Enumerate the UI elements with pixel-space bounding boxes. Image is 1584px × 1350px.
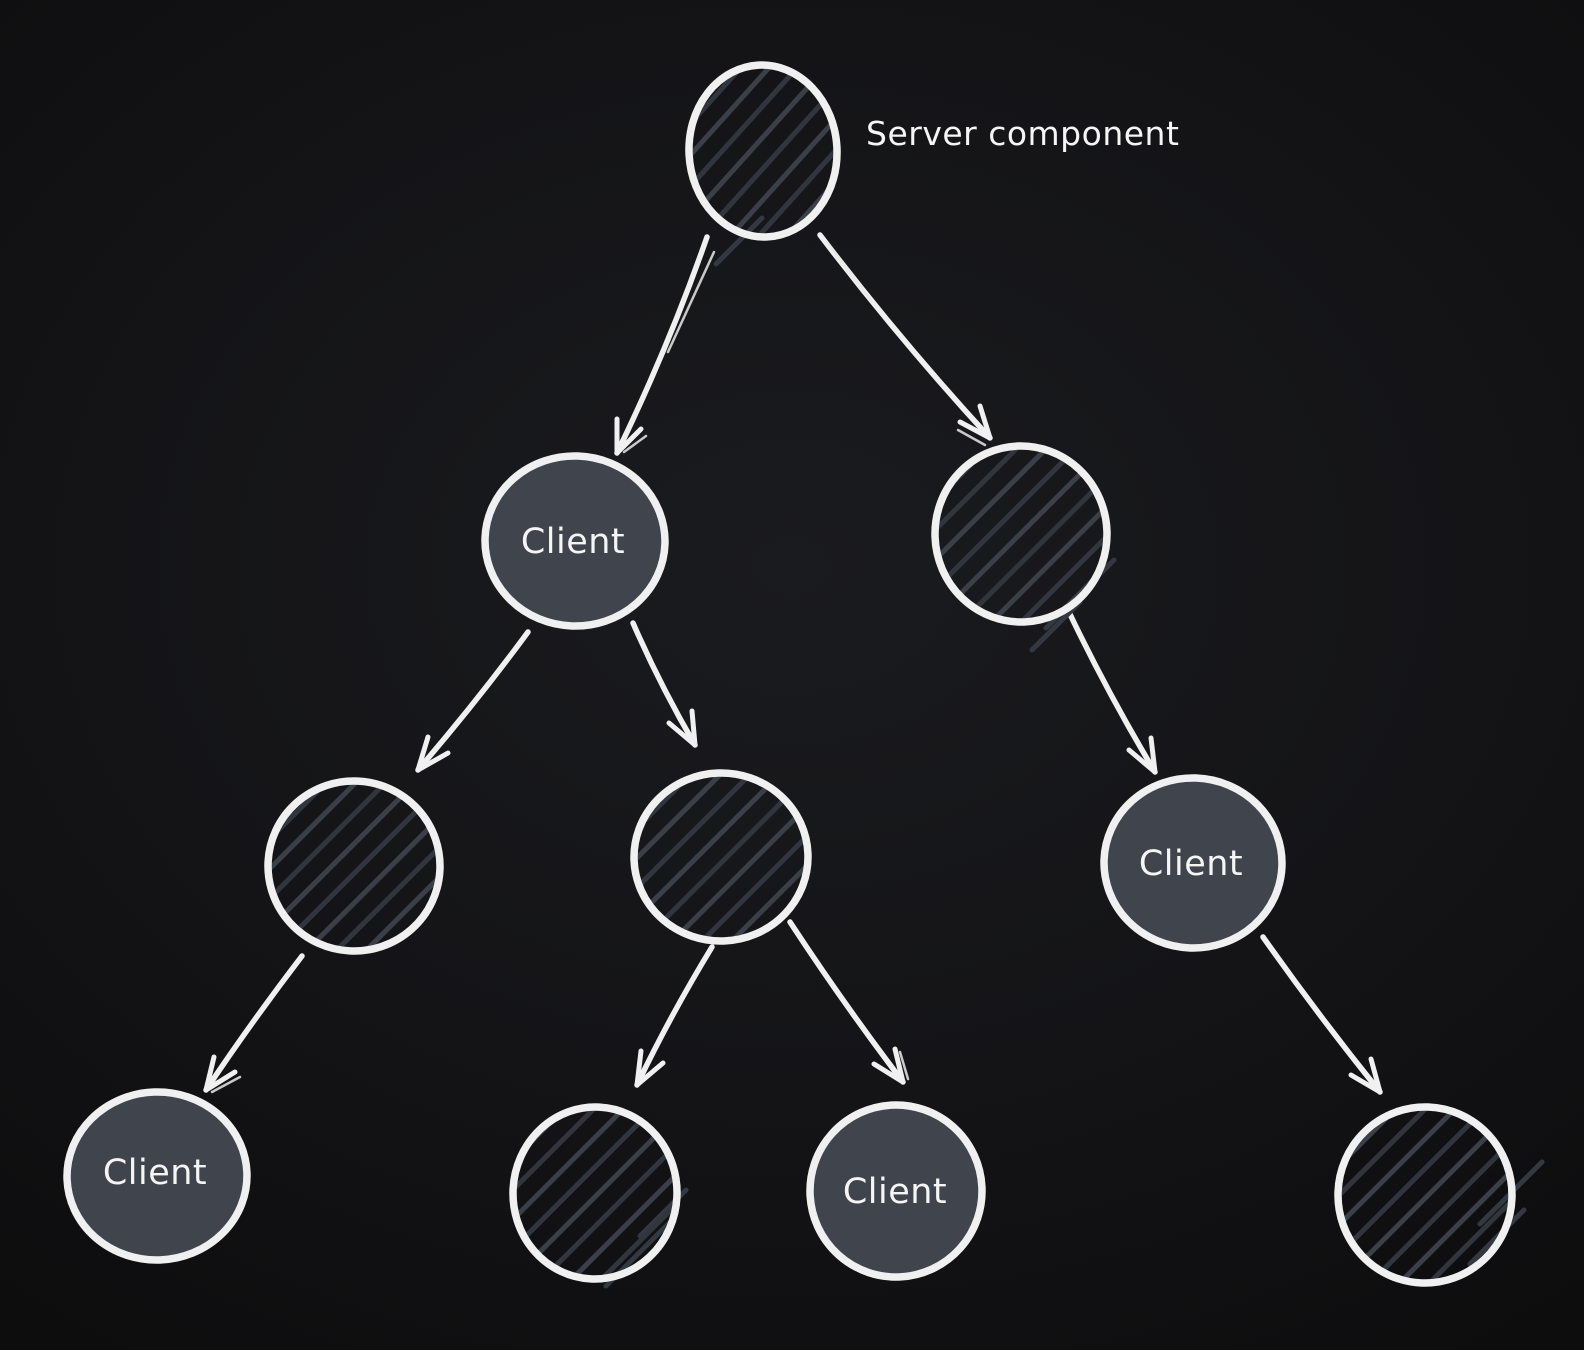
node-server-root[interactable] — [685, 61, 842, 267]
node-fill — [691, 68, 835, 234]
nodes-layer — [63, 61, 1545, 1289]
node-outline — [509, 1103, 681, 1283]
node-label-client-l2[interactable]: Client — [521, 522, 625, 562]
edge-node-m3-to-client-b3[interactable] — [787, 919, 910, 1085]
node-b4[interactable] — [1334, 1103, 1545, 1287]
node-fill — [271, 784, 437, 948]
edge-client-r3-to-node-b4[interactable] — [1260, 934, 1383, 1095]
node-fill — [1106, 780, 1280, 946]
edge-server-to-node-r2[interactable] — [817, 232, 993, 447]
node-client-b1[interactable] — [63, 1088, 251, 1264]
node-label-client-r3[interactable]: Client — [1139, 844, 1243, 884]
arrow-head — [634, 1048, 666, 1088]
node-outline — [685, 61, 841, 241]
arrow-shaft-restroke — [825, 240, 874, 304]
arrow-shaft — [415, 629, 531, 773]
arrow-shaft — [203, 953, 305, 1093]
node-b2[interactable] — [509, 1103, 689, 1289]
node-l3[interactable] — [264, 777, 445, 956]
server-component-annotation[interactable]: Server component — [866, 114, 1179, 153]
node-fill — [487, 458, 663, 624]
edge-node-l3-to-client-b1[interactable] — [203, 953, 305, 1094]
node-outline — [63, 1088, 251, 1264]
node-m3[interactable] — [630, 769, 812, 945]
node-fill — [1341, 1110, 1509, 1280]
arrow-head-restroke — [622, 434, 648, 454]
arrow-head — [1126, 735, 1158, 775]
arrow-head — [871, 1046, 906, 1085]
arrow-shaft — [1260, 934, 1383, 1095]
arrow-shaft — [614, 234, 710, 456]
arrow-head — [614, 416, 644, 456]
node-fill — [637, 776, 805, 938]
node-r2[interactable] — [931, 442, 1117, 653]
hatch-overflow — [1029, 599, 1083, 653]
edge-node-m3-to-node-b2[interactable] — [634, 944, 715, 1088]
node-outline — [806, 1101, 986, 1281]
edges-layer — [203, 232, 1383, 1095]
arrow-head — [1348, 1056, 1383, 1095]
node-outline — [481, 452, 669, 630]
edge-client-l2-to-node-m3[interactable] — [630, 620, 698, 748]
edge-client-l2-to-node-l3[interactable] — [415, 629, 531, 773]
node-outline — [1334, 1103, 1516, 1287]
arrow-shaft — [787, 919, 906, 1085]
node-client-b3[interactable] — [806, 1101, 987, 1282]
arrow-shaft — [634, 944, 715, 1088]
edge-server-to-client-l2[interactable] — [614, 234, 716, 456]
edge-node-r2-to-client-r3[interactable] — [1065, 607, 1158, 775]
node-fill — [938, 449, 1104, 619]
node-label-client-b1[interactable]: Client — [103, 1153, 207, 1193]
arrow-head — [415, 734, 451, 773]
node-outline — [931, 442, 1111, 626]
node-outline — [630, 769, 812, 945]
labels-layer: Client Client Client Client Server compo… — [103, 114, 1243, 1212]
arrow-head — [957, 403, 993, 441]
arrow-head-restroke — [956, 428, 987, 447]
node-label-client-b3[interactable]: Client — [843, 1172, 947, 1212]
node-fill — [69, 1094, 245, 1258]
node-outline — [264, 777, 444, 955]
node-fill — [812, 1107, 980, 1275]
arrow-head-restroke — [210, 1075, 242, 1094]
node-client-l2[interactable] — [481, 452, 669, 630]
arrow-head-restroke — [898, 1050, 910, 1081]
node-outline — [1100, 774, 1286, 952]
arrow-head — [666, 708, 698, 748]
arrow-shaft — [630, 620, 698, 748]
arrow-shaft-restroke — [666, 250, 716, 354]
node-fill — [516, 1110, 674, 1276]
node-client-r3[interactable] — [1100, 774, 1286, 952]
arrow-head — [203, 1054, 238, 1093]
arrow-shaft — [1065, 607, 1158, 775]
